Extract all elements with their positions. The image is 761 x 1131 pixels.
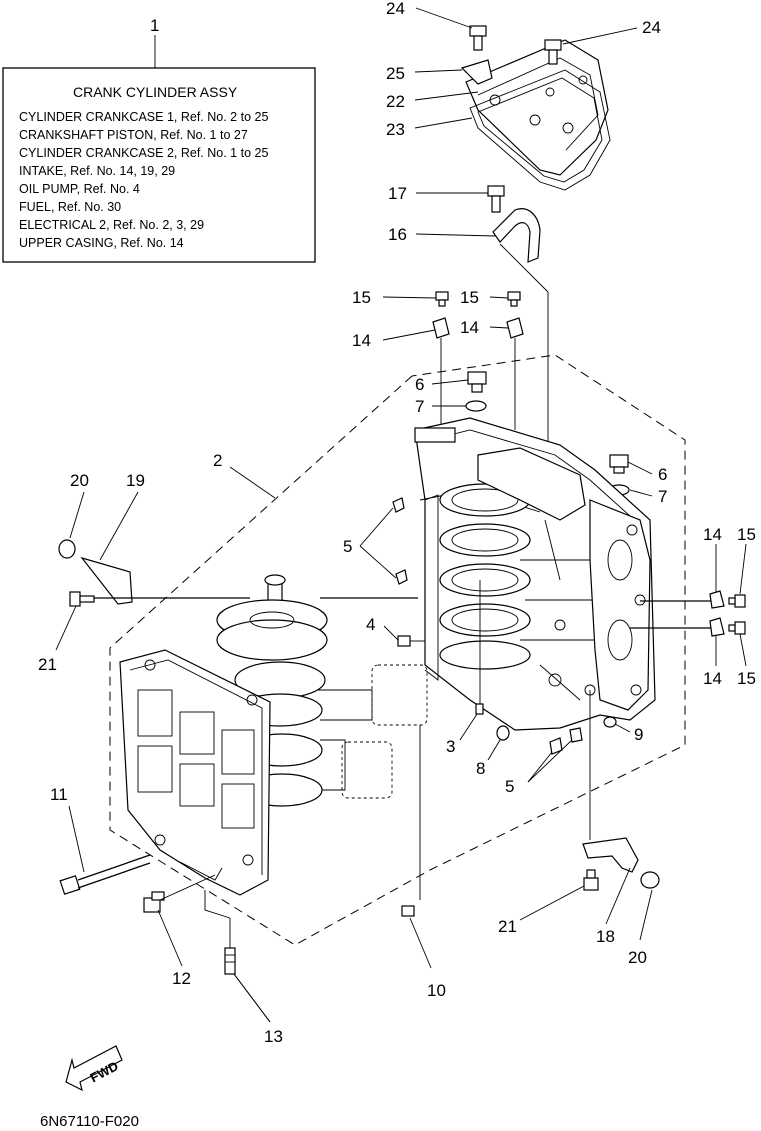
bolt-21-left: [69, 591, 95, 607]
bracket-18: [582, 837, 639, 873]
callout-13: 13: [264, 1027, 283, 1046]
bolt-24-right: [544, 39, 562, 65]
fitting-4: [397, 635, 425, 647]
callout-5: 5: [343, 537, 352, 556]
screw-15-top-right: [507, 291, 521, 307]
callout-18: 18: [596, 927, 615, 946]
screw-15-right-upper: [728, 594, 746, 608]
screw-15-top-left: [435, 291, 449, 307]
callout-17: 17: [388, 184, 407, 203]
callout-4: 4: [366, 615, 375, 634]
cylinder-head-cover: [465, 39, 609, 176]
callout-21: 21: [38, 655, 57, 674]
callout-15: 15: [737, 669, 756, 688]
cap-20-right: [640, 871, 660, 889]
clip-14-right-upper: [709, 590, 725, 609]
callout-11: 11: [50, 785, 68, 804]
callout-22: 22: [386, 92, 405, 111]
callout-20: 20: [628, 948, 647, 967]
callout-2: 2: [213, 451, 222, 470]
callout-21: 21: [498, 917, 517, 936]
callout-15: 15: [460, 288, 479, 307]
legend-line: OIL PUMP, Ref. No. 4: [19, 182, 140, 196]
head-cover-gasket: [469, 69, 611, 191]
callout-1: 1: [150, 16, 159, 35]
callout-5: 5: [505, 777, 514, 796]
callout-14: 14: [460, 318, 479, 337]
bolt-17: [487, 185, 505, 213]
callout-20: 20: [70, 471, 89, 490]
fitting-5-a: [392, 497, 405, 513]
assembly-outline: [109, 354, 686, 946]
legend-line: CRANKSHAFT PISTON, Ref. No. 1 to 27: [19, 128, 248, 142]
bolt-11: [59, 854, 151, 895]
pin-3: [475, 703, 484, 715]
clamp-16: [492, 208, 541, 263]
callout-25: 25: [386, 64, 405, 83]
callout-8: 8: [476, 759, 485, 778]
bolt-21-right: [583, 869, 599, 891]
screw-15-right-lower: [728, 621, 746, 635]
cap-20-left: [58, 539, 76, 559]
legend-line: FUEL, Ref. No. 30: [19, 200, 121, 214]
fitting-5-b: [395, 569, 408, 585]
legend-line: INTAKE, Ref. No. 14, 19, 29: [19, 164, 175, 178]
callout-6: 6: [658, 465, 667, 484]
callout-labels: 24 24 25 22 23 17 16 15 15 14 14 6 7 6 7…: [38, 0, 756, 1046]
callout-7: 7: [658, 487, 667, 506]
legend-line: UPPER CASING, Ref. No. 14: [19, 236, 184, 250]
fitting-5-d: [569, 727, 583, 743]
clip-14-top-right: [506, 317, 524, 339]
callout-23: 23: [386, 120, 405, 139]
bolt-6-left: [467, 371, 487, 393]
crankcase: [119, 649, 271, 896]
bolt-6-right: [609, 454, 629, 474]
callout-3: 3: [446, 737, 455, 756]
diagram-code: 6N67110-F020: [40, 1113, 139, 1130]
callout-19: 19: [126, 471, 145, 490]
bolt-24-left: [469, 25, 487, 51]
callout-24: 24: [642, 18, 661, 37]
callout-14: 14: [703, 525, 722, 544]
bolt-12: [143, 874, 216, 913]
callout-9: 9: [634, 725, 643, 744]
callout-24: 24: [386, 0, 405, 18]
callout-15: 15: [352, 288, 371, 307]
callout-16: 16: [388, 225, 407, 244]
clip-14-right-lower: [709, 617, 725, 637]
plug-9: [603, 716, 617, 728]
legend-line: ELECTRICAL 2, Ref. No. 2, 3, 29: [19, 218, 204, 232]
callout-7: 7: [415, 397, 424, 416]
plug-8: [496, 725, 510, 741]
leader-lines: [55, 7, 747, 1023]
cylinder-block: [414, 417, 656, 731]
callout-12: 12: [172, 969, 191, 988]
pin-10: [401, 905, 415, 917]
forward-direction-arrow: FWD: [65, 1045, 123, 1092]
callout-14: 14: [703, 669, 722, 688]
callout-6: 6: [415, 375, 424, 394]
callout-15: 15: [737, 525, 756, 544]
legend-line: CYLINDER CRANKCASE 1, Ref. No. 2 to 25: [19, 110, 268, 124]
legend-title: CRANK CYLINDER ASSY: [73, 84, 238, 100]
callout-14: 14: [352, 331, 371, 350]
bracket-19: [80, 556, 133, 605]
clip-14-top-left: [432, 317, 450, 339]
callout-10: 10: [427, 981, 446, 1000]
washer-7-left: [465, 400, 487, 412]
bracket-25: [460, 59, 493, 85]
legend-line: CYLINDER CRANKCASE 2, Ref. No. 1 to 25: [19, 146, 268, 160]
assembly-legend-box: 1 CRANK CYLINDER ASSY CYLINDER CRANKCASE…: [2, 16, 316, 263]
stud-13: [224, 918, 236, 975]
